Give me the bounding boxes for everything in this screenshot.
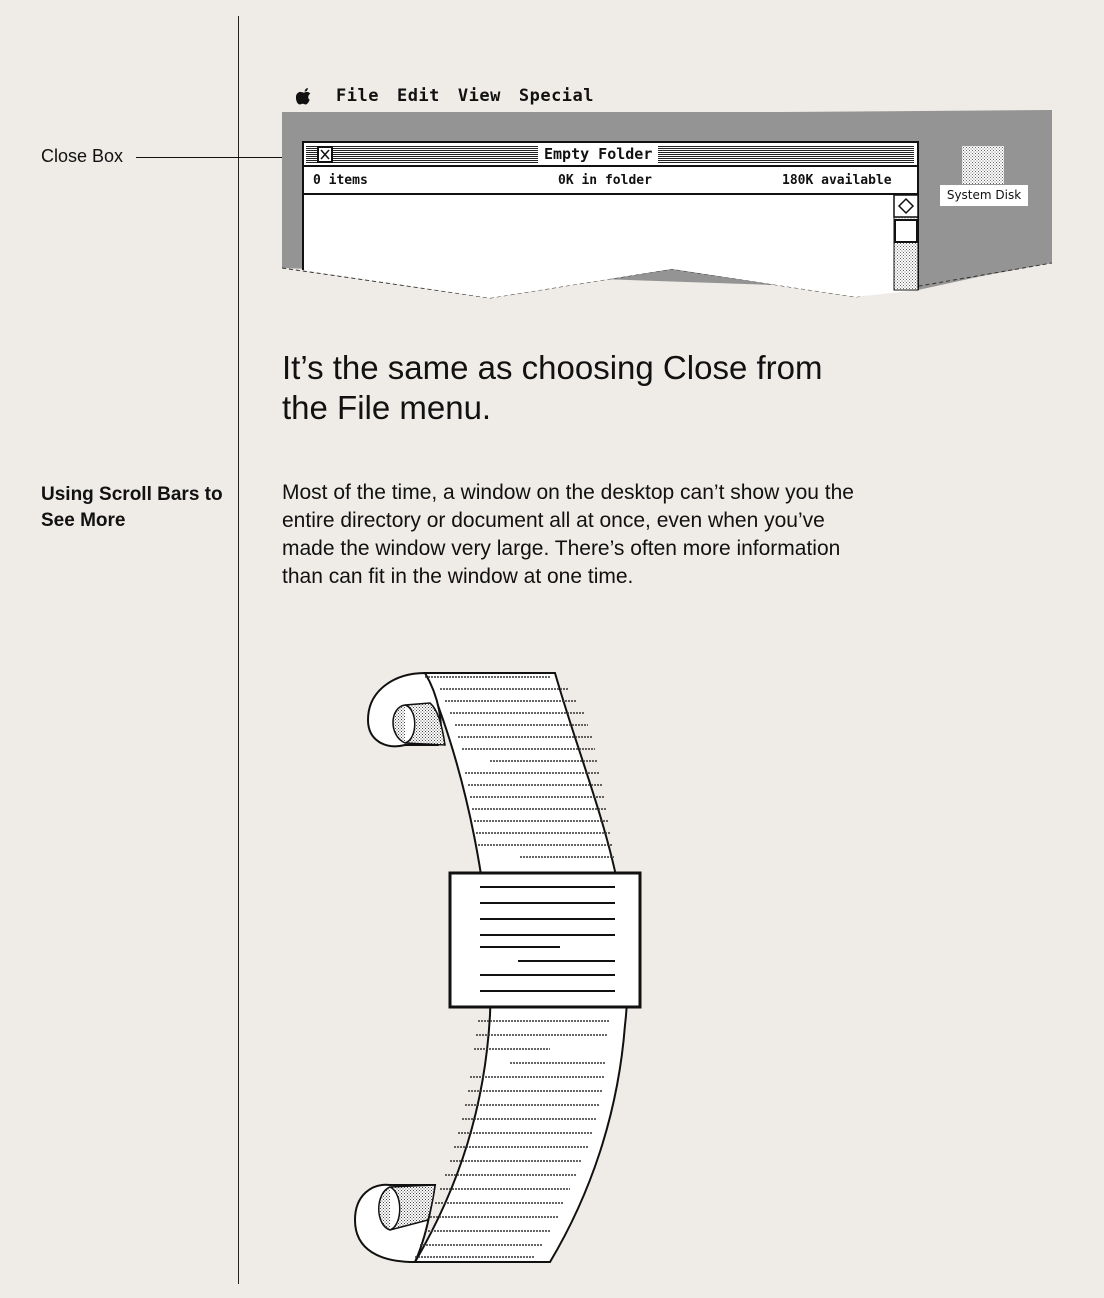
menu-view[interactable]: View [457, 86, 501, 106]
scroll-document-icon [353, 671, 642, 1264]
system-disk-label[interactable]: System Disk [940, 185, 1028, 206]
folder-size: 0K in folder [558, 173, 652, 188]
section-body: Most of the time, a window on the deskto… [282, 481, 854, 588]
menu-bar: File Edit View Special [296, 86, 612, 106]
disk-icon[interactable] [962, 146, 1004, 184]
menu-edit[interactable]: Edit [396, 86, 440, 106]
headline: It’s the same as choosing Close from the… [282, 349, 823, 426]
section-heading: Using Scroll Bars to See More [41, 484, 223, 531]
scroll-up-arrow-icon [897, 197, 915, 215]
item-count: 0 items [313, 173, 368, 188]
desktop-illustration [282, 110, 1053, 299]
callout-leader-line [136, 157, 306, 158]
menu-file[interactable]: File [336, 86, 379, 106]
close-box-callout: Close Box [41, 146, 124, 166]
folder-window [303, 142, 918, 298]
viewing-window-frame [448, 871, 642, 1009]
scroll-box[interactable] [894, 219, 918, 243]
menu-special[interactable]: Special [518, 86, 595, 106]
margin-rule [238, 16, 239, 1284]
disk-available: 180K available [782, 173, 892, 188]
window-title: Empty Folder [538, 145, 659, 163]
apple-icon[interactable] [296, 87, 312, 105]
